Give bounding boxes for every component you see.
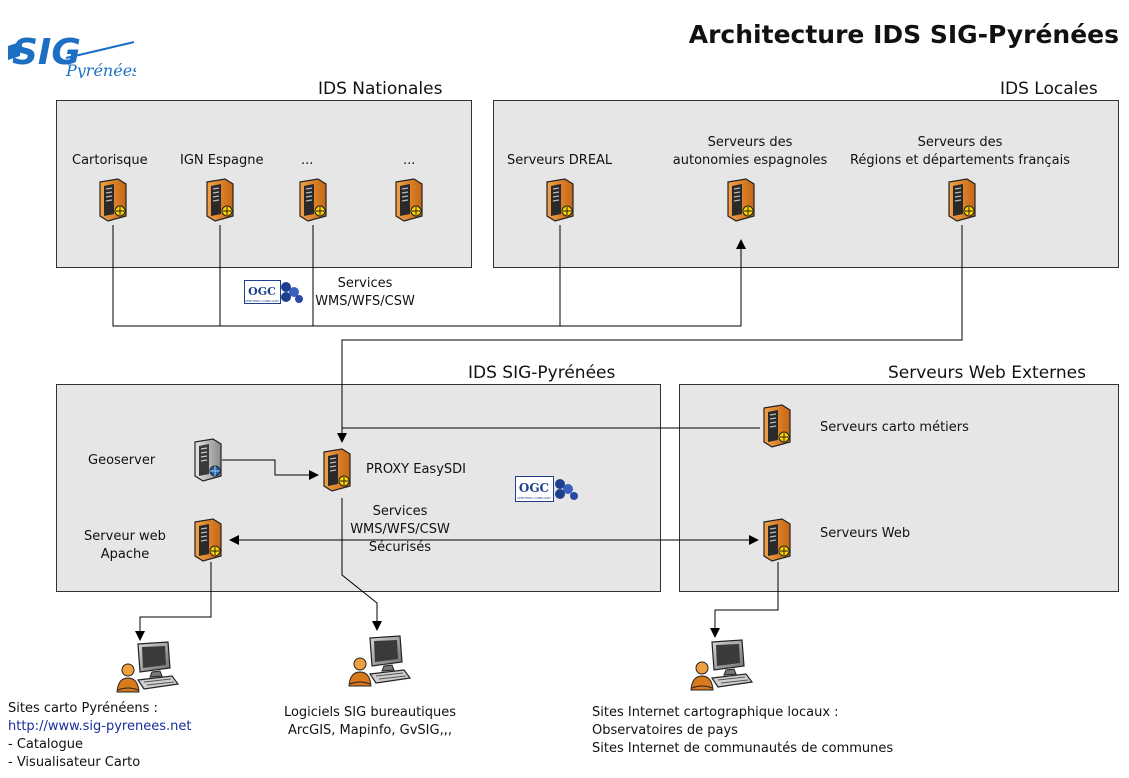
server-national-3-icon bbox=[296, 178, 330, 222]
box-serveurs-web-externes bbox=[679, 384, 1119, 592]
server-proxy-icon bbox=[320, 448, 354, 492]
client-logiciels-line1: Logiciels SIG bureautiques bbox=[283, 705, 457, 720]
label-serveurs-dreal: Serveurs DREAL bbox=[507, 153, 613, 168]
label-autonomies: Serveurs des autonomies espagnoles bbox=[670, 134, 830, 170]
server-geoserver-icon bbox=[191, 438, 225, 482]
server-carto-metiers-icon bbox=[760, 404, 794, 448]
label-proxy-easysdi: PROXY EasySDI bbox=[366, 462, 466, 477]
server-ign-espagne-icon bbox=[203, 178, 237, 222]
group-title-nationales: IDS Nationales bbox=[318, 79, 443, 99]
logo-text: SIG bbox=[12, 32, 81, 73]
ogc-badge-sig: OGC CERTIFIED COMPLIANT bbox=[515, 476, 579, 502]
client-sites-pc-icon bbox=[116, 640, 180, 698]
services-top-line1: Services bbox=[337, 276, 393, 291]
ogc-badge-top: OGC CERTIFIED COMPLIANT bbox=[244, 280, 304, 304]
label-geoserver: Geoserver bbox=[88, 453, 156, 468]
sig-pyrenees-logo: SIG Pyrénées bbox=[6, 20, 140, 80]
services-top-line2: WMS/WFS/CSW bbox=[315, 294, 415, 309]
services-secure-line3: Sécurisés bbox=[368, 540, 432, 555]
services-secure-line1: Services bbox=[372, 504, 428, 519]
page-title: Architecture IDS SIG-Pyrénées bbox=[688, 20, 1119, 49]
label-apache-line1: Serveur web bbox=[84, 529, 166, 544]
server-regions-icon bbox=[945, 178, 979, 222]
server-national-4-icon bbox=[392, 178, 426, 222]
ogc-sig-small: CERTIFIED COMPLIANT bbox=[517, 496, 551, 500]
ogc-sig-text: OGC bbox=[519, 481, 549, 495]
label-apache: Serveur web Apache bbox=[70, 528, 180, 564]
label-apache-line2: Apache bbox=[100, 547, 150, 562]
services-top-label: Services WMS/WFS/CSW bbox=[305, 275, 425, 311]
server-apache-icon bbox=[191, 518, 225, 562]
label-regions-line2: Régions et départements français bbox=[849, 153, 1071, 168]
client-logiciels-line2: ArcGIS, Mapinfo, GvSIG,,, bbox=[288, 723, 452, 738]
server-autonomies-icon bbox=[724, 178, 758, 222]
client-internet-text: Sites Internet cartographique locaux : O… bbox=[592, 704, 893, 758]
client-logiciels-pc-icon bbox=[348, 634, 412, 692]
ogc-top-small: CERTIFIED COMPLIANT bbox=[245, 299, 279, 303]
group-title-locales: IDS Locales bbox=[1000, 79, 1098, 99]
server-dreal-icon bbox=[543, 178, 577, 222]
client-sites-url-link[interactable]: http://www.sig-pyrenees.net bbox=[8, 719, 192, 734]
services-secure-line2: WMS/WFS/CSW bbox=[350, 522, 450, 537]
label-serveurs-carto-metiers: Serveurs carto métiers bbox=[820, 420, 969, 435]
label-ign-espagne: IGN Espagne bbox=[180, 153, 264, 168]
group-title-externes: Serveurs Web Externes bbox=[888, 363, 1086, 383]
label-dots-1: ... bbox=[301, 153, 314, 168]
ogc-top-text: OGC bbox=[248, 285, 276, 298]
client-sites-line4: - Visualisateur Carto bbox=[8, 755, 141, 770]
label-regions-line1: Serveurs des bbox=[917, 135, 1003, 150]
client-internet-line2: Observatoires de pays bbox=[592, 723, 738, 738]
label-serveurs-web: Serveurs Web bbox=[820, 526, 911, 541]
server-web-icon bbox=[760, 518, 794, 562]
client-sites-line1: Sites carto Pyrénéens : bbox=[8, 701, 158, 716]
label-dots-2: ... bbox=[403, 153, 416, 168]
server-cartorisque-icon bbox=[96, 178, 130, 222]
client-internet-line3: Sites Internet de communautés de commune… bbox=[592, 741, 894, 756]
services-secure-label: Services WMS/WFS/CSW Sécurisés bbox=[340, 503, 460, 557]
label-regions: Serveurs des Régions et départements fra… bbox=[835, 134, 1085, 170]
label-autonomies-line2: autonomies espagnoles bbox=[672, 153, 828, 168]
logo-subtext: Pyrénées bbox=[65, 61, 136, 78]
client-internet-line1: Sites Internet cartographique locaux : bbox=[592, 705, 839, 720]
box-ids-locales bbox=[493, 100, 1119, 268]
label-autonomies-line1: Serveurs des bbox=[707, 135, 793, 150]
group-title-sig: IDS SIG-Pyrénées bbox=[468, 363, 616, 383]
client-sites-text: Sites carto Pyrénéens : http://www.sig-p… bbox=[8, 700, 191, 772]
client-sites-line3: - Catalogue bbox=[8, 737, 83, 752]
label-cartorisque: Cartorisque bbox=[72, 153, 148, 168]
client-internet-pc-icon bbox=[690, 638, 754, 696]
client-logiciels-text: Logiciels SIG bureautiques ArcGIS, Mapin… bbox=[270, 704, 470, 740]
